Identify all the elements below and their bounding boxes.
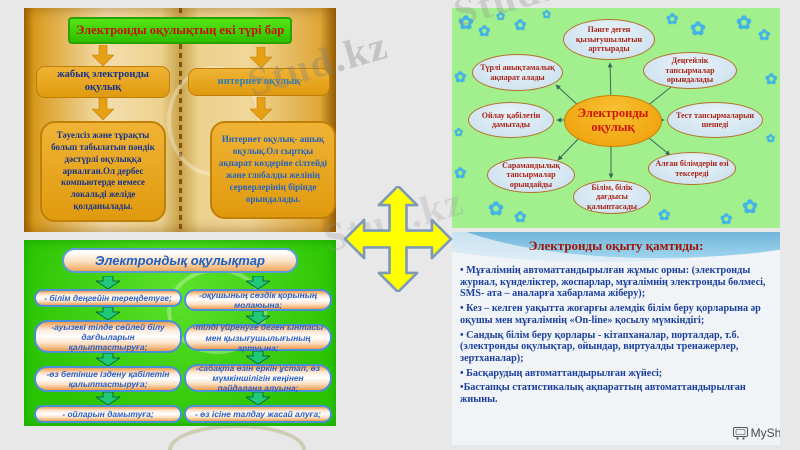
- flower-icon: ✿: [478, 23, 491, 40]
- mindmap-bubble: Білім, білік дағдысы қалыптасады: [573, 180, 651, 214]
- myshared-logo: MySha: [732, 426, 780, 440]
- benefit-item: -оқушының сөздік қорының молаюына;: [184, 289, 332, 311]
- mindmap-bubble: Деңгейлік тапсырмалар орындалады: [643, 52, 737, 89]
- decorative-swirl: [168, 424, 306, 450]
- flower-icon: ✿: [765, 71, 778, 88]
- mindmap-bubble: Түрлі анықтамалық ақпарат алады: [472, 54, 563, 91]
- flower-icon: ✿: [766, 133, 776, 145]
- flower-icon: ✿: [488, 199, 504, 220]
- flower-icon: ✿: [496, 11, 506, 23]
- flower-icon: ✿: [742, 197, 758, 218]
- benefit-item: - ойларын дамытуға;: [34, 405, 182, 423]
- flower-icon: ✿: [514, 209, 527, 226]
- flower-icon: ✿: [458, 13, 474, 34]
- mindmap-bubble: Алған білімдерін өзі тексереді: [648, 152, 736, 185]
- bullet-item: • Кез – келген уақытта жоғарғы әлемдік б…: [460, 303, 761, 326]
- mindmap-bubble: Тест тапсырмаларын шешеді: [667, 102, 763, 138]
- flower-icon: ✿: [758, 27, 771, 44]
- slide-title: Электронды оқыту қамтиды:: [528, 238, 704, 253]
- bullet-item: • Мұғалімнің автоматтандырылған жұмыс ор…: [460, 265, 766, 300]
- flowchart-column-left: - білім деңгейін тереңдетуге; -ауызекі т…: [34, 276, 182, 423]
- four-way-arrow-icon: [343, 186, 453, 292]
- down-arrow-icon: [96, 276, 120, 289]
- mindmap-bubble: Пәнге деген қызығушылығын арттырады: [563, 19, 655, 60]
- flower-icon: ✿: [736, 13, 752, 34]
- flower-icon: ✿: [454, 69, 467, 86]
- flower-icon: ✿: [454, 127, 464, 139]
- panel-ebook-mindmap: ✿ ✿ ✿ ✿ ✿ ✿ ✿ ✿ ✿ ✿ ✿ ✿ ✿ ✿ ✿ ✿ ✿ ✿ ✿: [452, 8, 780, 228]
- detail-internet-ebook: Интернет оқулық- ашық оқулық.Ол сыртқы а…: [210, 121, 336, 219]
- flower-icon: ✿: [690, 19, 706, 40]
- benefit-item: - білім деңгейін тереңдетуге;: [34, 289, 182, 307]
- bullet-item: •Бастапқы статистикалық ақпараттың автом…: [460, 382, 746, 406]
- panel-elearning-includes: Электронды оқыту қамтиды: • Мұғалімнің а…: [452, 232, 780, 445]
- flower-icon: ✿: [454, 165, 467, 182]
- benefit-item: -сабақта өзін еркін ұстап, өз мүмкіншілі…: [184, 363, 332, 393]
- bullet-item: • Сандық білім беру қорлары - кітапханал…: [460, 329, 740, 341]
- flower-icon: ✿: [720, 211, 733, 228]
- flowchart-title: Электрондық оқулықтар: [62, 248, 298, 273]
- branch-internet-ebook: интернет оқулық: [188, 68, 330, 96]
- down-arrow-icon: [246, 310, 270, 324]
- branch-closed-ebook: жабық электронды оқулық: [36, 66, 170, 98]
- down-arrow-icon: [246, 392, 270, 405]
- panel-ebook-two-types-flowchart: Электронды оқулықтың екі түрі бар жабық …: [24, 8, 336, 232]
- mindmap-bubble: Сарамандылық тапсырмалар орындайды: [487, 157, 575, 193]
- panel-ebooks-benefits-flowchart: Электрондық оқулықтар - білім деңгейін т…: [24, 240, 336, 426]
- benefit-item: -тілді үйренуге деген ынтасы мен қызығуш…: [184, 322, 332, 353]
- down-arrow-icon: [246, 351, 270, 365]
- down-arrow-icon: [246, 276, 270, 289]
- benefit-item: -өз бетінше іздену қабілетін қалыптастыр…: [34, 366, 182, 392]
- flowchart-title: Электронды оқулықтың екі түрі бар: [68, 17, 292, 44]
- down-arrow-icon: [96, 307, 120, 320]
- bullet-item: (электронды оқулықтар, ойындар, виртуалд…: [460, 341, 739, 365]
- down-arrow-icon: [96, 392, 120, 405]
- mindmap-center-node: Электронды оқулық: [564, 95, 662, 147]
- tv-icon: [732, 426, 748, 439]
- down-arrow-icon: [92, 98, 114, 120]
- flower-icon: ✿: [666, 11, 679, 28]
- flowchart-column-right: -оқушының сөздік қорының молаюына; -тілд…: [184, 276, 332, 423]
- myshared-label: MySha: [750, 426, 780, 440]
- benefit-item: - өз ісіне талдау жасай алуға;: [184, 405, 332, 423]
- down-arrow-icon: [250, 47, 272, 68]
- detail-closed-ebook: Тәуелсіз және тұрақты болып табылатын пә…: [40, 121, 166, 222]
- flower-icon: ✿: [542, 9, 552, 21]
- benefit-item: -ауызекі тілде сөйлей білу дағдыларын қа…: [34, 320, 182, 354]
- down-arrow-icon: [92, 45, 114, 66]
- down-arrow-icon: [250, 97, 272, 120]
- down-arrow-icon: [96, 353, 120, 367]
- mindmap-bubble: Ойлау қабілетін дамытады: [468, 102, 554, 138]
- bullet-item: • Басқарудың автоматтандырылған жүйесі;: [460, 367, 663, 379]
- flower-icon: ✿: [514, 17, 527, 34]
- flower-icon: ✿: [658, 207, 671, 224]
- bullet-list: • Мұғалімнің автоматтандырылған жұмыс ор…: [460, 265, 772, 409]
